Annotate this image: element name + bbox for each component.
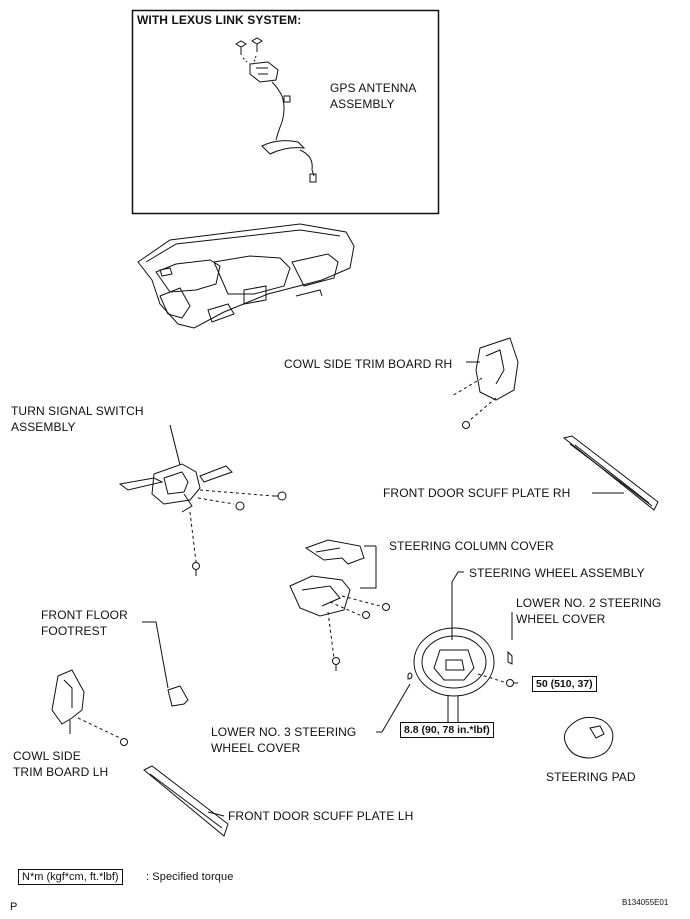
column-cover-drawing bbox=[289, 539, 390, 671]
cowl-lh-drawing bbox=[51, 669, 128, 746]
footrest-drawing bbox=[142, 621, 189, 707]
footrest-label-line-2: FOOTREST bbox=[41, 624, 108, 638]
lower-no2-label-line-1: LOWER NO. 2 STEERING bbox=[516, 596, 662, 610]
scuff-rh-drawing bbox=[562, 435, 659, 511]
turn-signal-label-line-1: TURN SIGNAL SWITCH bbox=[11, 404, 144, 418]
cowl-lh-label-line-2: TRIM BOARD LH bbox=[13, 765, 109, 779]
steering-wheel-drawing bbox=[376, 571, 518, 733]
lower-no3-label-line-2: WHEEL COVER bbox=[211, 741, 301, 755]
lower-no3-label-line-1: LOWER NO. 3 STEERING bbox=[211, 725, 357, 739]
torque-badge-50: 50 (510, 37) bbox=[532, 676, 597, 692]
gps-label-line-1: GPS ANTENNA bbox=[330, 81, 417, 95]
lower-no2-label-line-2: WHEEL COVER bbox=[516, 612, 606, 626]
cowl-lh-label-line-1: COWL SIDE bbox=[13, 749, 81, 763]
wheel-assembly-label: STEERING WHEEL ASSEMBLY bbox=[469, 566, 645, 580]
cowl-rh-label: COWL SIDE TRIM BOARD RH bbox=[284, 357, 453, 371]
steering-pad-drawing bbox=[563, 716, 614, 759]
scuff-rh-label: FRONT DOOR SCUFF PLATE RH bbox=[383, 486, 571, 500]
turn-signal-label-line-2: ASSEMBLY bbox=[11, 420, 76, 434]
scuff-lh-label: FRONT DOOR SCUFF PLATE LH bbox=[228, 809, 414, 823]
turn-signal-drawing bbox=[118, 424, 287, 576]
legend-torque-box: N*m (kgf*cm, ft.*lbf) bbox=[18, 869, 123, 885]
instrument-panel-drawing bbox=[137, 223, 355, 329]
column-cover-label: STEERING COLUMN COVER bbox=[389, 539, 554, 553]
footer-p: P bbox=[10, 901, 18, 913]
inset-frame bbox=[131, 9, 440, 215]
cowl-rh-drawing bbox=[451, 337, 519, 429]
gps-label-line-2: ASSEMBLY bbox=[330, 97, 395, 111]
figure-code: B134055E01 bbox=[622, 898, 669, 907]
torque-badge-8-8: 8.8 (90, 78 in.*lbf) bbox=[400, 722, 494, 738]
steering-pad-label: STEERING PAD bbox=[546, 770, 636, 784]
gps-antenna-drawing bbox=[235, 37, 317, 183]
scuff-lh-drawing bbox=[143, 765, 229, 837]
inset-title: WITH LEXUS LINK SYSTEM: bbox=[137, 13, 302, 27]
legend-text: : Specified torque bbox=[146, 871, 234, 883]
footrest-label-line-1: FRONT FLOOR bbox=[41, 608, 128, 622]
